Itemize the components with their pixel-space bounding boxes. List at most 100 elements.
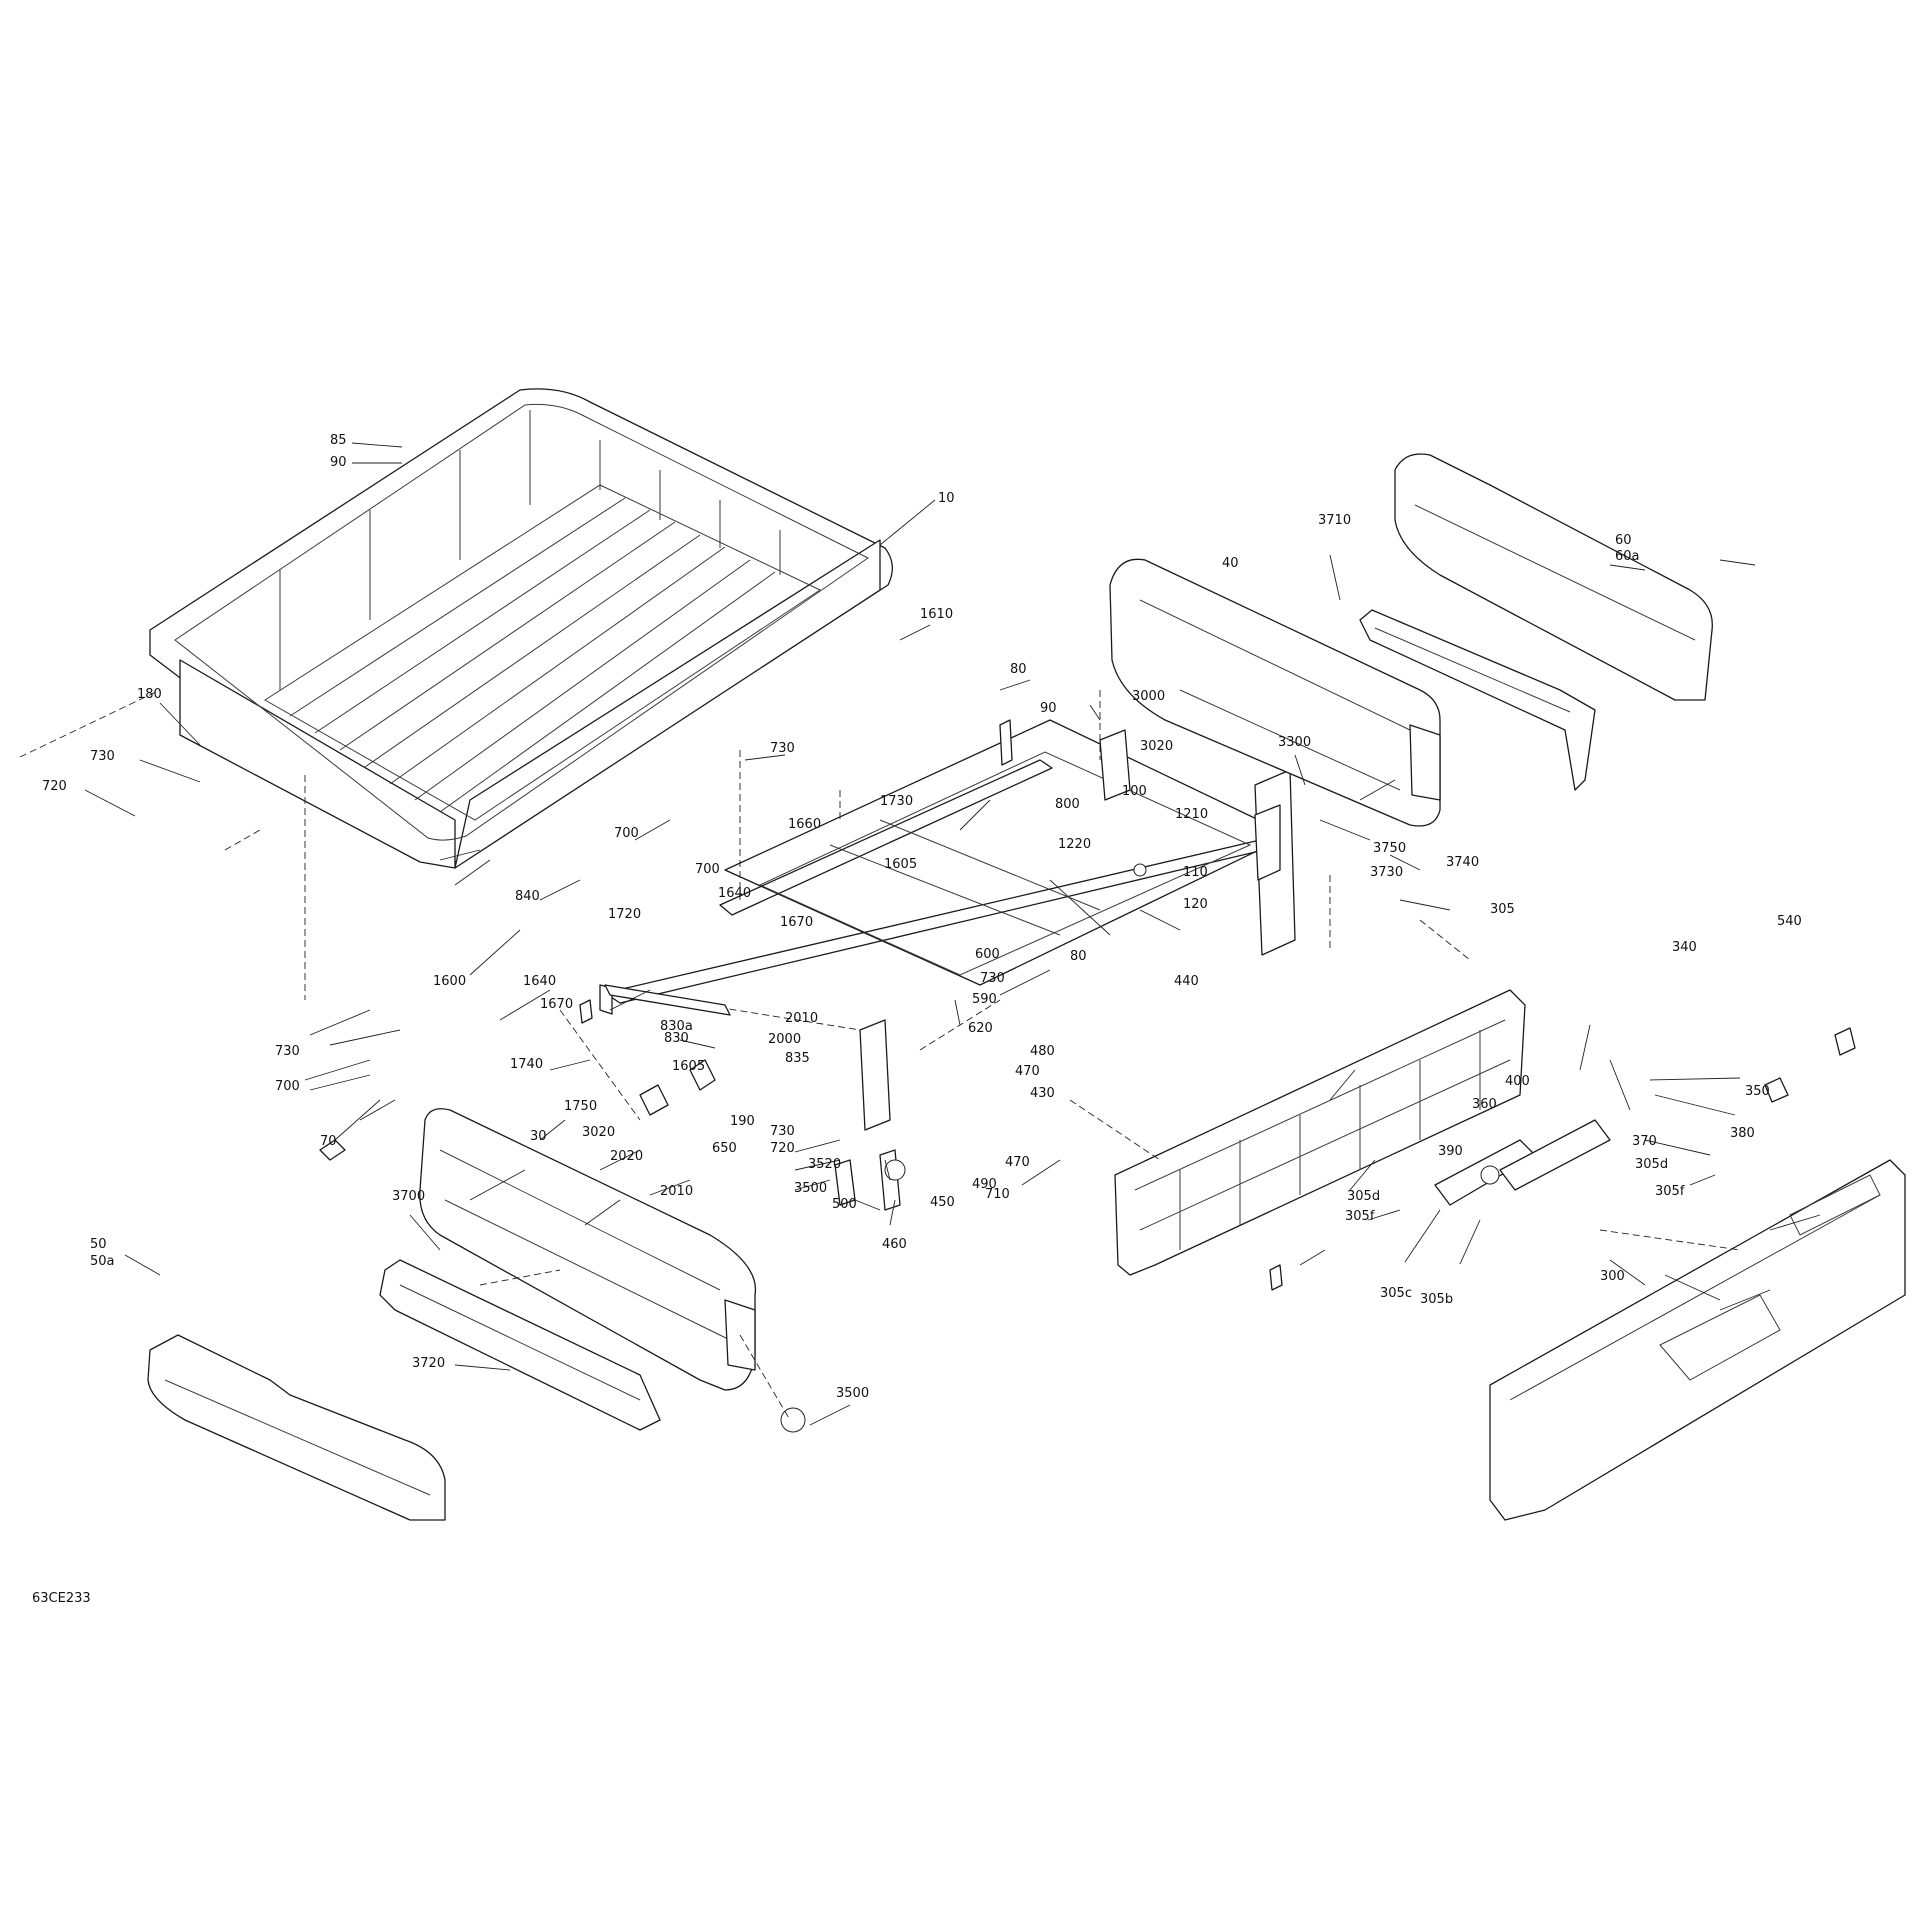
right-side-panel[interactable] <box>1109 558 1441 827</box>
callout: 2010 <box>660 1184 693 1199</box>
callout: 85 <box>330 433 347 448</box>
callout: 370 <box>1632 1134 1657 1149</box>
callout: 1730 <box>880 794 913 809</box>
callout: 1640 <box>523 974 556 989</box>
callout: 700 <box>614 826 639 841</box>
callout: 1750 <box>564 1099 597 1114</box>
callout: 110 <box>1183 865 1208 880</box>
callout: 3020 <box>1140 739 1173 754</box>
callout: 80 <box>1070 949 1087 964</box>
callout-labels: 85 90 10 180 730 720 700 840 1610 80 90 … <box>42 433 1802 1401</box>
callout: 470 <box>1005 1155 1030 1170</box>
callout: 430 <box>1030 1086 1055 1101</box>
callout: 3020 <box>582 1125 615 1140</box>
callout: 1720 <box>608 907 641 922</box>
callout: 730 <box>770 1124 795 1139</box>
callout: 300 <box>1600 1269 1625 1284</box>
callout: 50a <box>90 1254 115 1269</box>
callout: 490 <box>972 1177 997 1192</box>
callout: 730 <box>275 1044 300 1059</box>
callout: 360 <box>1472 1097 1497 1112</box>
callout: 390 <box>1438 1144 1463 1159</box>
callout: 540 <box>1777 914 1802 929</box>
callout: 1660 <box>788 817 821 832</box>
callout: 60 <box>1615 533 1632 548</box>
callout: 590 <box>972 992 997 1007</box>
callout: 305d <box>1347 1189 1380 1204</box>
callout: 1740 <box>510 1057 543 1072</box>
callout: 600 <box>975 947 1000 962</box>
callout: 1610 <box>920 607 953 622</box>
callout: 400 <box>1505 1074 1530 1089</box>
callout: 1670 <box>540 997 573 1012</box>
callout: 60a <box>1615 549 1640 564</box>
callout: 80 <box>1010 662 1027 677</box>
callout: 440 <box>1174 974 1199 989</box>
left-lower-trim[interactable] <box>379 1259 661 1431</box>
callout: 830 <box>664 1031 689 1046</box>
callout: 840 <box>515 889 540 904</box>
callout: 835 <box>785 1051 810 1066</box>
callout: 700 <box>275 1079 300 1094</box>
diagram-code: 63CE233 <box>32 1591 91 1606</box>
callout: 460 <box>882 1237 907 1252</box>
right-lower-trim[interactable] <box>1359 609 1596 791</box>
callout: 350 <box>1745 1084 1770 1099</box>
callout: 470 <box>1015 1064 1040 1079</box>
callout: 500 <box>832 1197 857 1212</box>
callout: 50 <box>90 1237 107 1252</box>
latch-handle[interactable] <box>1434 1119 1611 1206</box>
callout: 730 <box>90 749 115 764</box>
callout: 90 <box>1040 701 1057 716</box>
callout: 1605 <box>672 1059 705 1074</box>
callout: 70 <box>320 1134 337 1149</box>
callout: 305c <box>1380 1286 1412 1301</box>
callout: 120 <box>1183 897 1208 912</box>
hardware <box>319 719 1856 1433</box>
cargo-box[interactable] <box>149 388 893 869</box>
callout: 450 <box>930 1195 955 1210</box>
callout: 305f <box>1655 1184 1685 1199</box>
callout: 2010 <box>785 1011 818 1026</box>
tailgate-outer[interactable] <box>1489 1159 1906 1521</box>
callout: 380 <box>1730 1126 1755 1141</box>
callout: 40 <box>1222 556 1239 571</box>
callout: 1670 <box>780 915 813 930</box>
callout: 2000 <box>768 1032 801 1047</box>
callout: 190 <box>730 1114 755 1129</box>
callout: 3730 <box>1370 865 1403 880</box>
callout: 3500 <box>794 1181 827 1196</box>
callout: 30 <box>530 1129 547 1144</box>
callout: 3720 <box>412 1356 445 1371</box>
callout: 620 <box>968 1021 993 1036</box>
callout: 700 <box>695 862 720 877</box>
callout: 720 <box>770 1141 795 1156</box>
callout: 340 <box>1672 940 1697 955</box>
right-outer-cover[interactable] <box>1394 453 1713 701</box>
callout: 1220 <box>1058 837 1091 852</box>
callout: 730 <box>770 741 795 756</box>
callout: 1640 <box>718 886 751 901</box>
callout: 305f <box>1345 1209 1375 1224</box>
callout: 720 <box>42 779 67 794</box>
callout: 800 <box>1055 797 1080 812</box>
callout: 100 <box>1122 784 1147 799</box>
callout: 180 <box>137 687 162 702</box>
callout: 3700 <box>392 1189 425 1204</box>
callout: 480 <box>1030 1044 1055 1059</box>
callout: 830a <box>660 1019 693 1034</box>
callout: 730 <box>980 971 1005 986</box>
callout: 3520 <box>808 1157 841 1172</box>
callout: 3500 <box>836 1386 869 1401</box>
callout: 3000 <box>1132 689 1165 704</box>
left-outer-cover[interactable] <box>147 1334 446 1521</box>
tailgate-inner[interactable] <box>1114 989 1526 1276</box>
callout: 10 <box>938 491 955 506</box>
callout: 1210 <box>1175 807 1208 822</box>
leader-lines <box>84 442 1821 1426</box>
callout: 3750 <box>1373 841 1406 856</box>
callout: 710 <box>985 1187 1010 1202</box>
callout: 3710 <box>1318 513 1351 528</box>
left-side-panel[interactable] <box>419 1108 757 1391</box>
